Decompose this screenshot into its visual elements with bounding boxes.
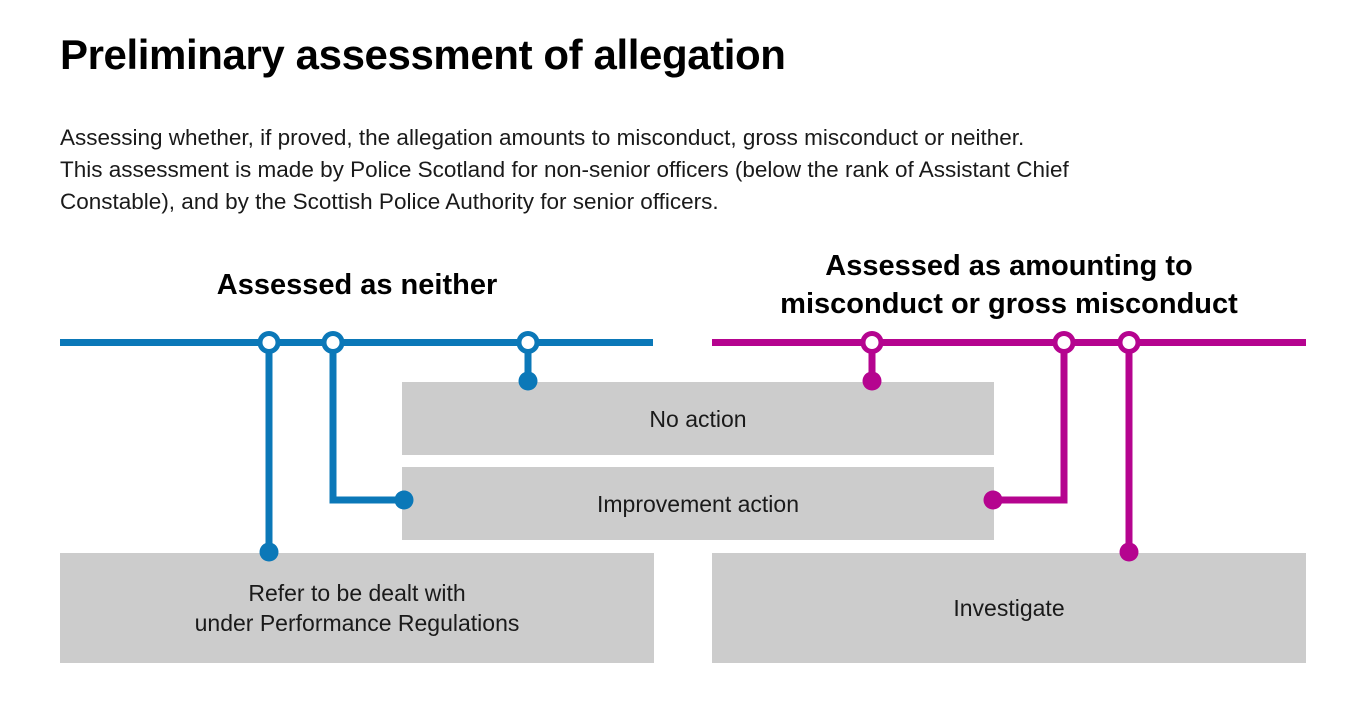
right-endpoint-no-action-dot [862, 371, 882, 391]
right-branch-heading: Assessed as amounting to misconduct or g… [712, 247, 1306, 323]
outcome-label-improvement-action: Improvement action [597, 489, 799, 519]
right-endpoint-improvement-action-dot [983, 490, 1003, 510]
right-node-investigate [1117, 331, 1141, 354]
left-branch-heading-line-1: Assessed as neither [216, 269, 498, 301]
outcome-label-no-action: No action [649, 404, 746, 434]
right-branch-heading-line-2: misconduct or gross misconduct [780, 288, 1238, 320]
outcome-label-improvement-action-line-1: Improvement action [597, 490, 799, 517]
outcome-label-refer-performance-line-1: Refer to be dealt with [248, 580, 466, 606]
left-branch-heading: Assessed as neither [60, 266, 654, 304]
left-connector-improvement-action [329, 342, 403, 504]
right-endpoint-investigate-dot [1119, 542, 1139, 562]
outcome-box-improvement-action: Improvement action [402, 467, 994, 540]
right-node-no-action [860, 331, 884, 354]
right-branch-connectors [712, 331, 1306, 562]
outcome-label-investigate: Investigate [953, 593, 1064, 623]
intro-line-3: Constable), and by the Scottish Police A… [60, 189, 719, 214]
outcome-box-refer-performance: Refer to be dealt with under Performance… [60, 553, 654, 663]
outcome-label-refer-performance-line-2: under Performance Regulations [194, 610, 520, 636]
left-endpoint-no-action-dot [518, 371, 538, 391]
intro-line-2: This assessment is made by Police Scotla… [60, 157, 1069, 182]
left-endpoint-refer-dot [259, 542, 279, 562]
intro-line-1: Assessing whether, if proved, the allega… [60, 125, 1025, 150]
left-node-improvement-action [321, 331, 345, 354]
right-node-improvement-action [1052, 331, 1076, 354]
left-endpoint-improvement-action-dot [394, 490, 414, 510]
right-connector-improvement-action [994, 342, 1068, 504]
outcome-label-refer-performance: Refer to be dealt with under Performance… [195, 578, 520, 638]
left-node-no-action [516, 331, 540, 354]
page-intro: Assessing whether, if proved, the allega… [60, 122, 1270, 218]
left-branch-connectors [60, 331, 653, 562]
outcome-label-no-action-line-1: No action [649, 405, 747, 432]
outcome-box-no-action: No action [402, 382, 994, 455]
outcome-box-investigate: Investigate [712, 553, 1306, 663]
right-branch-heading-line-1: Assessed as amounting to [825, 250, 1193, 282]
left-node-refer [257, 331, 281, 354]
page-title: Preliminary assessment of allegation [60, 31, 786, 78]
outcome-label-investigate-line-1: Investigate [953, 595, 1065, 621]
